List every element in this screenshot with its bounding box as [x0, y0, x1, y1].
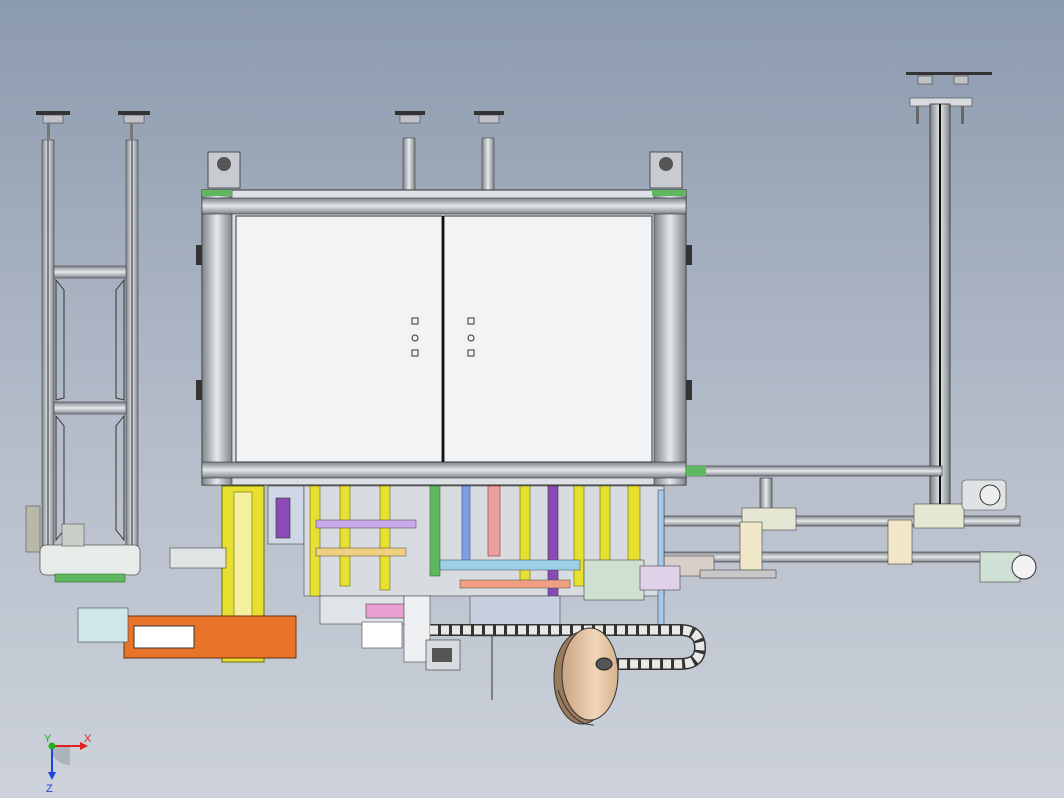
main-cabinet[interactable]	[196, 151, 692, 486]
top-legs	[395, 111, 504, 199]
lower-mechanism[interactable]	[77, 485, 681, 700]
triad-z-label: Z	[46, 783, 53, 795]
triad-x-label: X	[84, 733, 92, 745]
y-axis-dot	[48, 742, 56, 750]
triad-y-label: Y	[44, 733, 52, 745]
orientation-triad: X Y Z	[44, 733, 92, 795]
unwind-wheel[interactable]	[553, 627, 619, 726]
door-handle-right[interactable]	[467, 317, 475, 357]
door-handle-left[interactable]	[411, 317, 419, 357]
right-base-frame	[659, 477, 1037, 583]
left-rack	[25, 111, 150, 583]
cable-chain	[430, 624, 707, 670]
right-tower	[685, 72, 992, 505]
